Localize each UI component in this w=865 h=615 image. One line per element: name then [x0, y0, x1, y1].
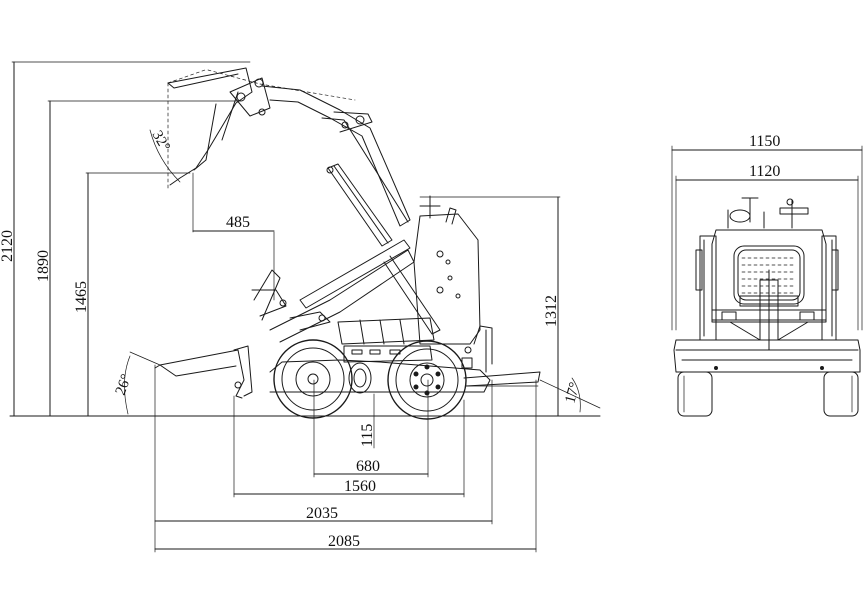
dump-angle-arc [149, 129, 181, 183]
dim-label-485: 485 [226, 214, 250, 231]
front-body [695, 229, 839, 351]
machine-body [269, 195, 493, 393]
departure-angle-label: 17° [562, 381, 583, 405]
rear-wheel [387, 340, 467, 420]
dim-label-2120: 2120 [0, 230, 16, 262]
lift-arm-raised [261, 85, 411, 247]
dim-label-1560: 1560 [344, 478, 376, 495]
rollback-angle-arc [124, 355, 131, 415]
raised-bucket [167, 67, 356, 189]
dim-label-1465: 1465 [73, 281, 90, 313]
dim-label-115: 115 [359, 424, 376, 447]
front-control-levers [727, 197, 809, 229]
dim-label-1150: 1150 [749, 133, 780, 150]
dim-label-2035: 2035 [306, 505, 338, 522]
front-undercarriage [673, 339, 861, 417]
rollback-angle-label: 26° [113, 372, 135, 397]
lift-arm-lowered [251, 239, 441, 343]
front-right-tire [823, 371, 859, 417]
dim-label-1890: 1890 [35, 250, 52, 282]
dim-label-1312: 1312 [543, 295, 560, 327]
dim-label-1120: 1120 [749, 163, 780, 180]
front-view: 1150 1120 [671, 133, 863, 417]
front-wheel [273, 339, 353, 419]
rear-step [463, 371, 541, 387]
lowered-bucket [154, 345, 253, 399]
dim-label-2085: 2085 [328, 533, 360, 550]
departure-angle-arc [571, 377, 581, 413]
side-view: 2120 1890 1465 1312 485 115 680 1560 203… [0, 61, 601, 553]
front-left-tire [677, 371, 713, 417]
dim-label-680: 680 [356, 458, 380, 475]
center-roller [348, 362, 372, 394]
dump-angle-label: 32° [149, 128, 173, 154]
